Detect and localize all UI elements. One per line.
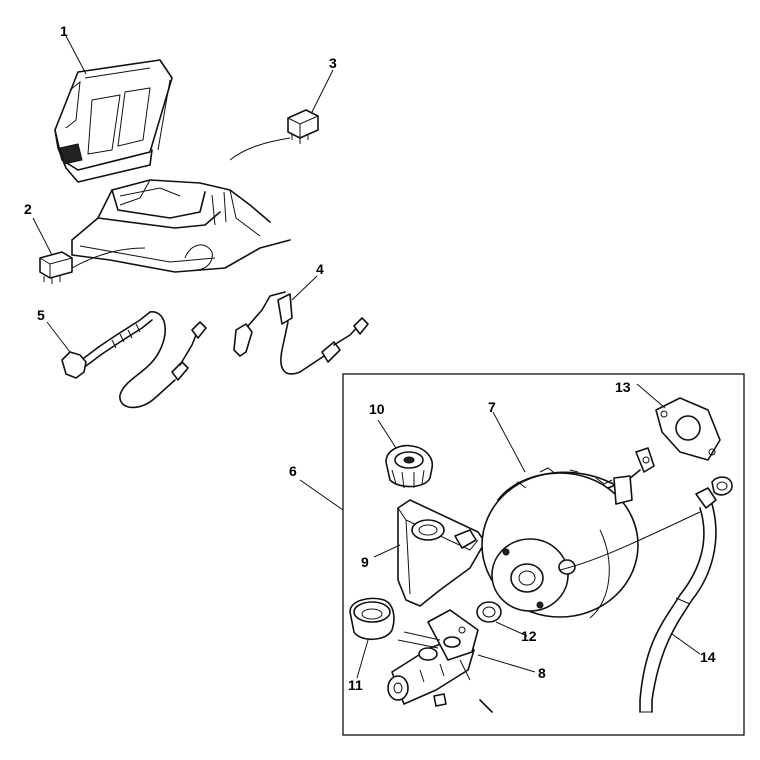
leader-lines: [32, 35, 701, 679]
callout-14: 14: [700, 649, 716, 665]
callout-5: 5: [37, 307, 45, 323]
part-7-brake-servo: [481, 447, 655, 619]
callout-8: 8: [538, 665, 546, 681]
callout-1: 1: [60, 23, 68, 39]
part-11-reservoir-grommet: [349, 597, 395, 641]
part-10-reservoir-cap: [385, 444, 434, 489]
relay-2-routing-line: [71, 247, 146, 269]
brake-assembly-inset-frame: [342, 373, 745, 736]
callout-7: 7: [488, 399, 496, 415]
callout-4: 4: [316, 261, 324, 277]
callout-6: 6: [289, 463, 297, 479]
callout-12: 12: [521, 628, 537, 644]
part-4-wheel-speed-sensor-right: [233, 291, 369, 375]
part-3-relay: [287, 109, 319, 144]
part-13-gasket: [655, 397, 721, 461]
part-2-relay: [39, 251, 73, 284]
car-body: [71, 179, 291, 273]
relay-3-routing-line: [229, 137, 291, 161]
callout-10: 10: [369, 401, 385, 417]
part-14-vacuum-hose: [559, 476, 733, 713]
callout-2: 2: [24, 201, 32, 217]
part-12-seal-ring: [476, 601, 502, 623]
callout-13: 13: [615, 379, 631, 395]
part-1-ecu-module: [54, 59, 173, 183]
part-5-wheel-speed-sensor-left: [61, 311, 207, 409]
part-8-master-cylinder: [387, 609, 493, 713]
callout-3: 3: [329, 55, 337, 71]
callout-9: 9: [361, 554, 369, 570]
part-9-fluid-reservoir: [397, 499, 486, 607]
callout-11: 11: [348, 677, 363, 693]
